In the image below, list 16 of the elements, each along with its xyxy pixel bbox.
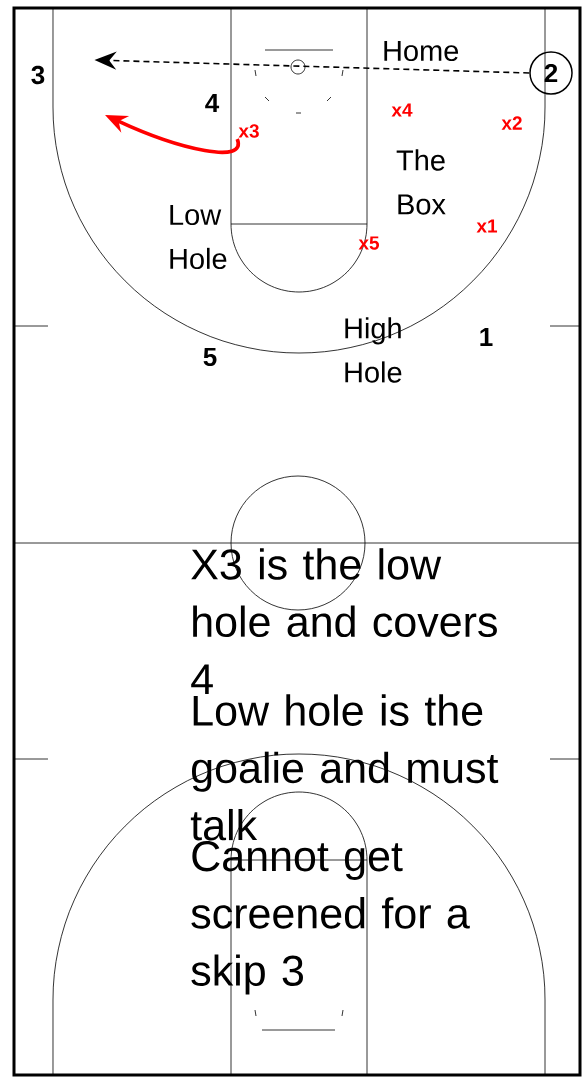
defender-label: x2: [501, 116, 522, 130]
note-text: X3 is the low hole and covers 4: [191, 548, 497, 694]
player-number: 1: [480, 328, 493, 346]
zone-label: Home: [384, 40, 459, 62]
note-text: Cannot get screened for a skip 3: [191, 840, 470, 995]
player-number: 4: [205, 94, 220, 112]
zone-label: Low Hole: [170, 204, 227, 270]
defender-label: x5: [358, 236, 380, 250]
defender-label: x3: [238, 124, 259, 138]
zone-label: The Box: [396, 149, 446, 215]
defender-label: x1: [476, 219, 498, 233]
zone-label: High Hole: [345, 317, 402, 383]
player-number: 3: [31, 65, 45, 85]
player-number: 5: [203, 347, 217, 367]
defender-label: x4: [391, 103, 413, 117]
note-text: Low hole is the goalie and must talk: [190, 694, 499, 841]
